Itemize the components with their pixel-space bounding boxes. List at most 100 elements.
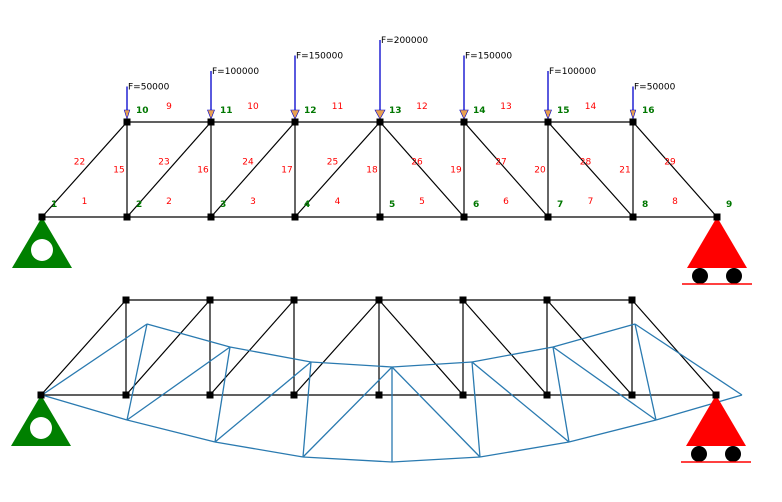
deformed-member	[471, 361, 570, 443]
deformed-member	[391, 361, 473, 368]
node-marker	[291, 118, 299, 126]
deformed-member	[391, 456, 481, 463]
load-label: F=150000	[296, 52, 343, 62]
undeformed-member	[293, 299, 380, 396]
node-marker	[123, 118, 131, 126]
member-label: 12	[416, 102, 427, 112]
load-label: F=50000	[634, 83, 676, 93]
deformed-member	[471, 346, 554, 363]
member-27	[463, 121, 549, 218]
member-29	[632, 121, 718, 218]
undeformed-member	[546, 299, 633, 396]
deformed-member	[391, 366, 481, 458]
deformed-member	[552, 323, 636, 348]
load-arrow-head	[207, 109, 215, 120]
node-label: 7	[557, 200, 563, 210]
truss-nodes	[38, 118, 721, 221]
deformed-member	[302, 366, 393, 458]
node-marker	[207, 118, 215, 126]
load-arrows: F=50000F=100000F=150000F=200000F=150000F…	[123, 36, 676, 121]
deformed-member	[655, 394, 743, 421]
roller-support-icon	[687, 217, 747, 268]
deformed-member	[302, 456, 393, 463]
node-marker	[543, 296, 551, 304]
load-arrow-head	[459, 109, 469, 120]
truss-members	[41, 121, 718, 218]
member-label: 27	[495, 158, 506, 168]
pin-hole-icon	[31, 239, 53, 261]
member-label: 19	[450, 166, 462, 176]
node-marker	[460, 118, 468, 126]
node-marker	[628, 391, 636, 399]
deformed-member	[310, 361, 393, 368]
member-label: 14	[585, 102, 597, 112]
undeformed-nodes	[37, 296, 720, 399]
node-marker	[544, 213, 552, 221]
node-marker	[459, 296, 467, 304]
node-marker	[375, 296, 383, 304]
pin-hole-icon	[30, 417, 52, 439]
member-26	[379, 121, 465, 218]
deformed-member	[552, 346, 657, 421]
member-label: 28	[580, 158, 592, 168]
node-marker	[712, 391, 720, 399]
member-22	[41, 121, 128, 218]
node-marker	[122, 296, 130, 304]
node-marker	[37, 391, 45, 399]
member-24	[210, 121, 296, 218]
deformed-truss-view	[11, 296, 751, 463]
node-marker	[291, 213, 299, 221]
member-label: 18	[366, 166, 378, 176]
node-marker	[206, 391, 214, 399]
roller-wheel-icon	[692, 268, 708, 284]
deformed-member	[214, 441, 304, 458]
load-arrow-head	[290, 109, 300, 120]
node-label: 15	[557, 106, 570, 116]
node-marker	[460, 213, 468, 221]
undeformed-members	[40, 299, 717, 396]
member-label: 23	[158, 158, 169, 168]
roller-wheel-icon	[691, 446, 707, 462]
node-label: 4	[304, 200, 310, 210]
deformed-member	[552, 346, 570, 443]
node-marker	[207, 213, 215, 221]
member-25	[294, 121, 381, 218]
loaded-truss: F=50000F=100000F=150000F=200000F=150000F…	[12, 36, 752, 285]
roller-support-icon	[686, 395, 746, 446]
node-marker	[544, 118, 552, 126]
deformed-member	[634, 323, 743, 396]
roller-wheel-icon	[725, 446, 741, 462]
deformed-member	[302, 361, 312, 458]
node-marker	[629, 213, 637, 221]
node-label: 11	[220, 106, 233, 116]
node-label: 12	[304, 106, 317, 116]
node-label: 8	[642, 200, 648, 210]
node-marker	[713, 213, 721, 221]
undeformed-member	[378, 299, 464, 396]
deformed-member	[214, 361, 312, 443]
node-marker	[290, 391, 298, 399]
member-28	[547, 121, 634, 218]
node-marker	[543, 391, 551, 399]
member-label: 29	[664, 158, 676, 168]
node-marker	[38, 213, 46, 221]
load-label: F=200000	[381, 36, 428, 46]
deformed-member	[146, 323, 231, 348]
node-label: 3	[220, 200, 226, 210]
deformed-member	[214, 346, 231, 443]
node-marker	[629, 118, 637, 126]
node-marker	[376, 118, 384, 126]
node-marker	[376, 213, 384, 221]
load-label: F=100000	[212, 67, 259, 77]
node-label: 9	[726, 200, 732, 210]
deformed-member	[229, 346, 312, 363]
node-marker	[459, 391, 467, 399]
deformed-member	[126, 419, 216, 443]
node-label: 10	[136, 106, 149, 116]
undeformed-member	[631, 299, 717, 396]
load-arrow-head	[544, 109, 552, 120]
load-arrow-head	[629, 109, 637, 121]
